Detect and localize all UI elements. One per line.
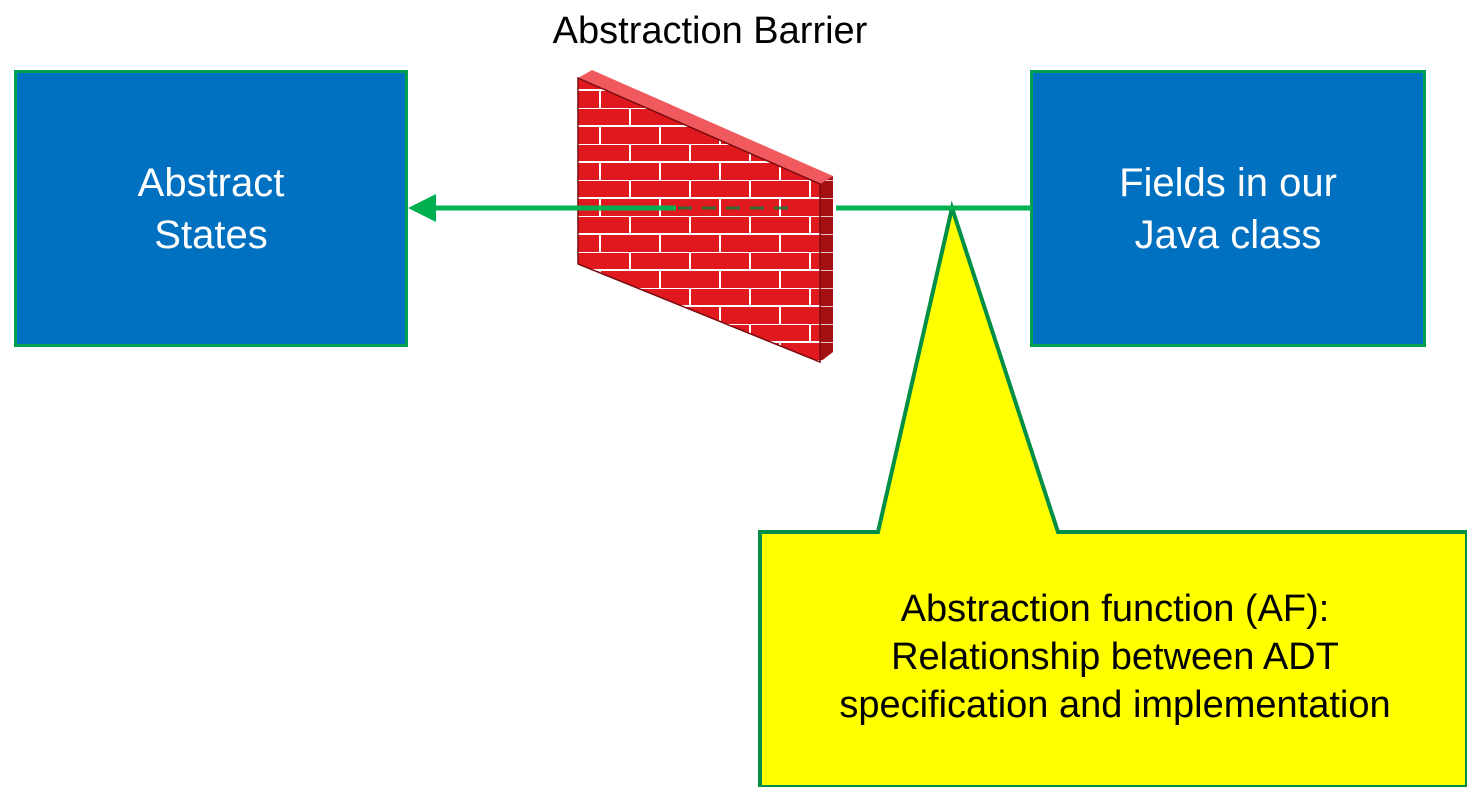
abstract-states-label: Abstract States — [137, 160, 285, 257]
arrow-left-icon — [408, 194, 1032, 222]
barrier-title: Abstraction Barrier — [552, 10, 868, 52]
abstract-states-box: Abstract States — [14, 70, 408, 347]
callout-bubble — [758, 200, 1467, 787]
java-fields-label: Fields in our Java class — [1119, 160, 1337, 257]
brick-wall-icon — [577, 70, 833, 364]
callout-text: Abstraction function (AF): Relationship … — [839, 588, 1391, 726]
